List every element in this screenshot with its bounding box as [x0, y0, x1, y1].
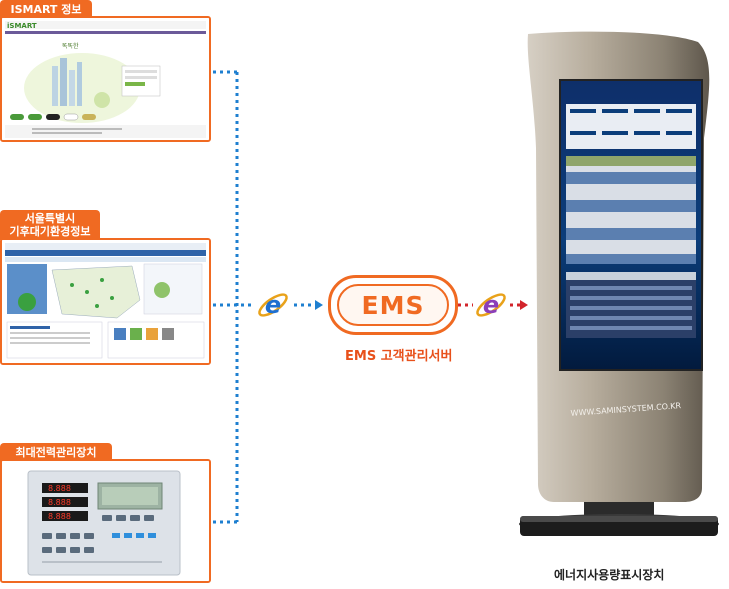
- ems-caption: EMS 고객관리서버: [345, 349, 453, 364]
- peak-device-image: 8.888 8.888 8.888: [2, 461, 209, 581]
- svg-text:8.888: 8.888: [48, 498, 71, 507]
- internet-explorer-icon: e: [258, 291, 288, 319]
- seoul-site-image: [2, 240, 209, 363]
- seoul-tab-line1: 서울특별시: [24, 212, 76, 225]
- svg-text:e: e: [265, 291, 281, 319]
- seoul-tab: 서울특별시 기후대기환경정보: [0, 210, 100, 240]
- ismart-screenshot: iSMART 똑똑한: [0, 16, 211, 142]
- ismart-tab: ISMART 정보: [0, 0, 92, 19]
- ems-server-box: EMS: [328, 275, 458, 335]
- svg-text:8.888: 8.888: [48, 512, 71, 521]
- peak-tab: 최대전력관리장치: [0, 443, 112, 462]
- svg-text:똑똑한: 똑똑한: [62, 43, 79, 50]
- seoul-screenshot: [0, 238, 211, 365]
- svg-text:8.888: 8.888: [48, 484, 71, 493]
- svg-text:e: e: [483, 291, 499, 319]
- kiosk-caption: 에너지사용량표시장치: [554, 568, 665, 582]
- internet-explorer-icon: e: [476, 291, 506, 319]
- ismart-site-image: iSMART 똑똑한: [2, 18, 209, 140]
- ems-logo: EMS: [361, 291, 425, 320]
- svg-text:iSMART: iSMART: [7, 22, 37, 30]
- peak-device-photo: 8.888 8.888 8.888: [0, 459, 211, 583]
- kiosk-display: WWW.SAMINSYSTEM.CO.KR: [519, 31, 719, 536]
- seoul-tab-line2: 기후대기환경정보: [9, 225, 91, 238]
